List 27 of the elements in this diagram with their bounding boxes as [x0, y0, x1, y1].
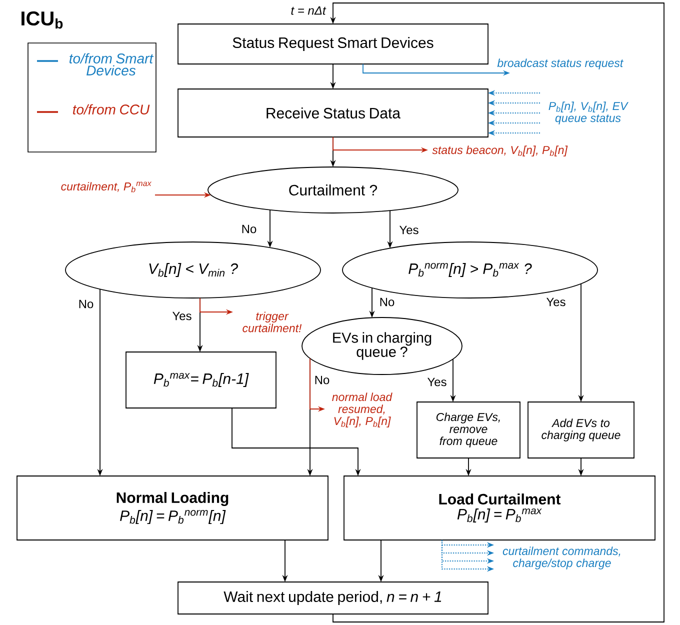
legend-text: to/from Smart Devices	[70, 53, 154, 76]
process-box: Load Curtailment P$_{b}$[n] = P$_{b}$max	[344, 476, 656, 540]
edge-label: normal load resumed, V$_{b}$[n], P$_{b}$[n]	[332, 392, 392, 428]
edge-label: trigger curtailment!	[242, 312, 302, 332]
edge-label: Yes	[427, 378, 446, 386]
process-box: P$_{b}$$^{max}$= P$_{b}$[n-1]	[126, 352, 276, 408]
edge-label: No	[79, 300, 94, 308]
edge-label: curtailment, P$_{b}$max	[61, 182, 152, 192]
edge-label: curtailment commands, charge/stop charge	[502, 546, 620, 570]
process-box: Add EVs to charging queue	[528, 402, 634, 458]
process-box: Normal Loading P$_{b}$[n] = P$_{b}$$^{norm}$[n]	[16, 476, 328, 540]
process-box: Status Request Smart Devices	[178, 24, 488, 64]
title: ICU$_{b}$	[22, 11, 63, 29]
edge-label: P$_{b}$[n], V$_{b}$[n], EV queue status	[548, 102, 629, 124]
process-box: Charge EVs, remove from queue	[416, 402, 520, 458]
edge-label: Yes	[172, 312, 192, 320]
edge-label: No	[315, 376, 330, 384]
legend-text: to/from CCU	[73, 104, 150, 114]
edge-label: Yes	[546, 298, 566, 306]
edge-label: No	[242, 224, 256, 234]
process-box: Receive Status Data	[178, 88, 488, 138]
time-label: t = nΔt	[291, 6, 326, 15]
edge-label: Yes	[399, 226, 418, 234]
edge-label: No	[380, 298, 394, 306]
edge-label: broadcast status request	[497, 58, 624, 70]
process-box: Wait next update period, n = n + 1	[178, 582, 488, 614]
edge-label: status beacon, V$_{b}$[n], P$_{b}$[n]	[432, 146, 568, 156]
